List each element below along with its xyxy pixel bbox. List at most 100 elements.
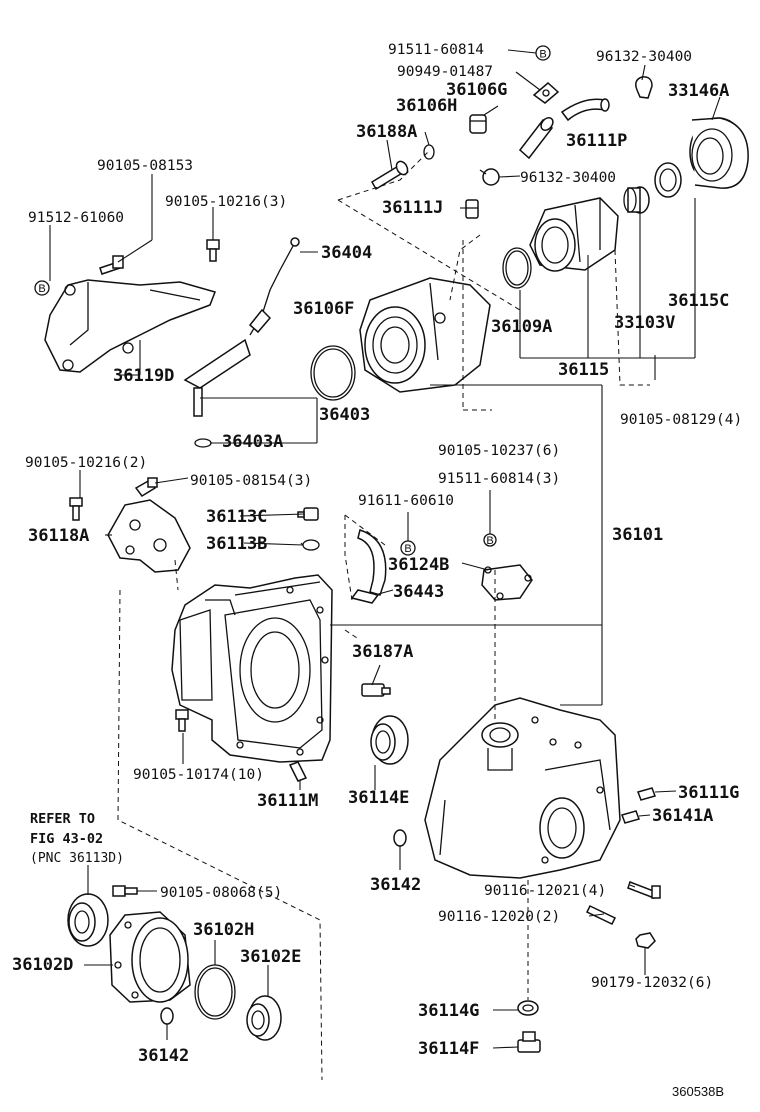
label-36187A: 36187A	[352, 642, 413, 662]
bolt-90105-08068-part	[112, 885, 138, 897]
seal-36114G-part	[517, 1000, 539, 1016]
label-90105-10237-6: 90105-10237(6)	[438, 443, 560, 459]
label-36114E: 36114E	[348, 788, 409, 808]
bracket-36118A-part	[107, 499, 191, 573]
label-36111J: 36111J	[382, 198, 443, 218]
plug-36106H-part	[469, 114, 487, 134]
label-96132-30400-top: 96132-30400	[596, 49, 692, 65]
label-90105-08153: 90105-08153	[97, 158, 193, 174]
label-90105-10216-3: 90105-10216(3)	[165, 194, 287, 210]
label-36142-mid: 36142	[370, 875, 421, 895]
cover-36124B-part	[481, 564, 533, 601]
label-36443: 36443	[393, 582, 444, 602]
bolt-90105-10216-top-part	[206, 239, 220, 262]
label-36106F: 36106F	[293, 299, 354, 319]
pin-36111M-part	[288, 761, 308, 782]
shift-cable-36404-part	[183, 237, 300, 417]
label-36101: 36101	[612, 525, 663, 545]
hose-small-part	[518, 116, 554, 160]
retainer-36102D-part	[109, 911, 191, 1003]
bolt-90116-12021-part	[627, 881, 661, 899]
label-36142-bottom: 36142	[138, 1046, 189, 1066]
label-90105-10216-2: 90105-10216(2)	[25, 455, 147, 471]
extension-housing-36115-part	[529, 197, 619, 272]
seal-left-bottom-part	[67, 893, 109, 947]
label-36111P: 36111P	[566, 131, 627, 151]
label-96132-30400-mid: 96132-30400	[520, 170, 616, 186]
marker-b-mid: B	[400, 540, 416, 556]
label-91511-60814-top: 91511-60814	[388, 42, 484, 58]
label-36113C: 36113C	[206, 507, 267, 527]
label-90116-12021-4: 90116-12021(4)	[484, 883, 606, 899]
label-36113B: 36113B	[206, 534, 267, 554]
label-36404: 36404	[321, 243, 372, 263]
label-36106G: 36106G	[446, 80, 507, 100]
oring-36188A-part	[423, 144, 435, 160]
seal-36115C-part	[654, 162, 682, 198]
label-90116-12020-2: 90116-12020(2)	[438, 909, 560, 925]
bolt-90105-10174-part	[175, 709, 189, 732]
label-36102E: 36102E	[240, 947, 301, 967]
label-36109A: 36109A	[491, 317, 552, 337]
label-33103V: 33103V	[614, 313, 675, 333]
clamp-top-part	[635, 76, 653, 99]
label-36403A: 36403A	[222, 432, 283, 452]
label-91512-61060: 91512-61060	[28, 210, 124, 226]
label-91511-60814-3: 91511-60814(3)	[438, 471, 560, 487]
nut-90179-12032-part	[635, 932, 656, 949]
plug-36142-bottom-part	[160, 1007, 174, 1025]
figure-reference: 360538B	[672, 1084, 724, 1099]
label-36188A: 36188A	[356, 122, 417, 142]
case-left-half-part	[171, 574, 333, 763]
oring-36102H-part	[194, 964, 236, 1020]
seal-36114E-part	[370, 715, 409, 765]
bolt-90105-10216-left-part	[69, 497, 83, 521]
label-33146A: 33146A	[668, 81, 729, 101]
svg-text:B: B	[539, 49, 546, 61]
svg-text:B: B	[38, 283, 45, 295]
breather-plug-part	[532, 82, 560, 104]
adapter-housing-part	[359, 277, 491, 393]
marker-b-top: B	[535, 45, 551, 61]
marker-b-left: B	[34, 280, 50, 296]
label-36106H: 36106H	[396, 96, 457, 116]
label-90105-08129-4: 90105-08129(4)	[620, 412, 742, 428]
refer-to-line1[interactable]: REFER TO	[30, 811, 95, 827]
svg-text:B: B	[486, 535, 493, 547]
label-36115: 36115	[558, 360, 609, 380]
hose-36111P-part	[560, 98, 610, 122]
plug-36114F-part	[517, 1031, 541, 1053]
label-90949-01487: 90949-01487	[397, 64, 493, 80]
oring-36113B-part	[302, 539, 320, 551]
fitting-36111J-part	[465, 199, 479, 219]
clamp-mid-part	[479, 168, 500, 186]
sensor-36187A-part	[361, 683, 391, 697]
refer-to-line3[interactable]: (PNC 36113D)	[30, 851, 124, 866]
bolt-36188A-part	[370, 160, 409, 191]
oring-36109A-part	[502, 247, 532, 289]
label-36118A: 36118A	[28, 526, 89, 546]
label-36111G: 36111G	[678, 783, 739, 803]
label-90179-12032-6: 90179-12032(6)	[591, 975, 713, 991]
label-36403: 36403	[319, 405, 370, 425]
svg-text:B: B	[404, 543, 411, 555]
marker-b-cover: B	[483, 533, 497, 547]
bearing-33146A-part	[689, 117, 749, 189]
shim-36443-part	[350, 529, 387, 604]
alignment-lines	[117, 149, 650, 1081]
label-90105-10174-10: 90105-10174(10)	[133, 767, 264, 783]
label-36115C: 36115C	[668, 291, 729, 311]
pin-36141A-part	[621, 810, 640, 824]
bolt-90105-08153-part	[99, 255, 124, 275]
bolt-90105-08154-part	[134, 477, 158, 497]
label-36119D: 36119D	[113, 366, 174, 386]
case-right-half-part	[424, 697, 621, 879]
label-90105-08154-3: 90105-08154(3)	[190, 473, 312, 489]
seal-36102E-part	[246, 995, 282, 1041]
oring-36403A-part	[194, 438, 212, 448]
plug-36142-mid-part	[393, 829, 407, 847]
label-36111M: 36111M	[257, 791, 318, 811]
refer-to-line2[interactable]: FIG 43-02	[30, 831, 103, 847]
label-91611-60610: 91611-60610	[358, 493, 454, 509]
